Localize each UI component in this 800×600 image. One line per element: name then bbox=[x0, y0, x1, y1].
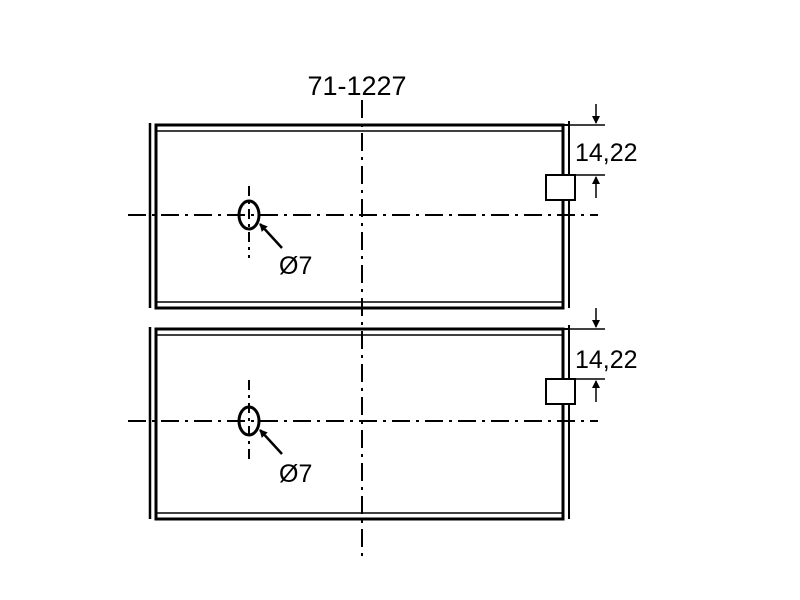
upper-hole-leader-arrow bbox=[259, 223, 283, 249]
upper-width-dimension-label: 14,22 bbox=[575, 139, 638, 167]
lower-locating-tab bbox=[545, 378, 576, 405]
upper-hole-diameter-label: Ø7 bbox=[279, 252, 312, 280]
lower-oil-hole bbox=[237, 405, 261, 437]
upper-shell-outline bbox=[154, 123, 565, 310]
upper-locating-tab bbox=[545, 174, 576, 201]
lower-width-dimension-label: 14,22 bbox=[575, 346, 638, 374]
lower-shell-outline bbox=[154, 327, 565, 521]
lower-hole-diameter-label: Ø7 bbox=[279, 460, 312, 488]
part-number-label: 71-1227 bbox=[307, 71, 406, 101]
lower-bearing-shell: Ø7 14,22 bbox=[128, 308, 638, 521]
upper-bearing-shell: Ø7 14,22 bbox=[128, 104, 638, 310]
lower-hole-leader-arrow bbox=[259, 429, 283, 455]
upper-oil-hole bbox=[237, 199, 261, 231]
